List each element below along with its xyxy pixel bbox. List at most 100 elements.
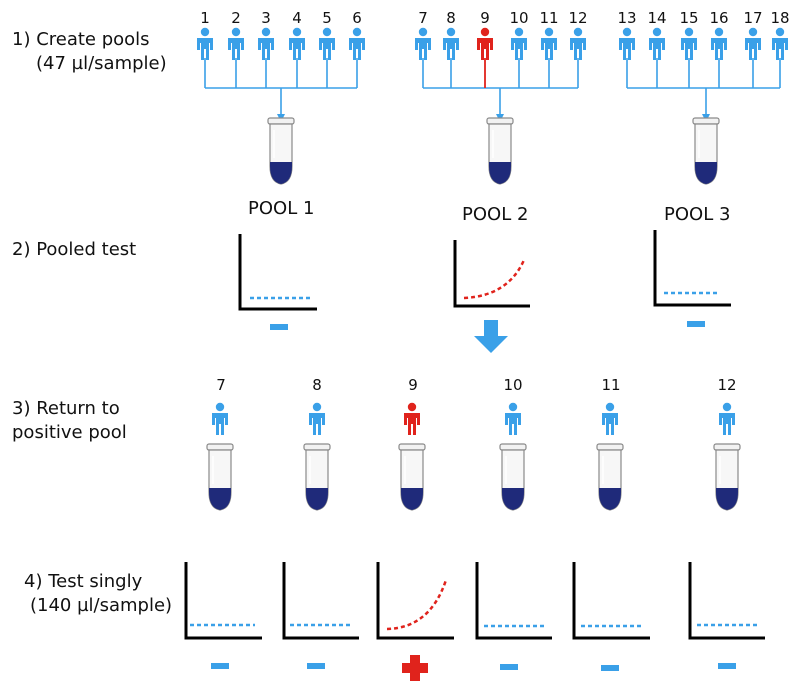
sample-number: 2	[231, 9, 241, 27]
step-4-subtitle: (140 µl/sample)	[30, 595, 173, 616]
person-icon	[289, 27, 305, 60]
step-1-subtitle: (47 µl/sample)	[36, 53, 167, 74]
single-test-chart-9	[376, 562, 454, 640]
person-icon	[711, 27, 727, 60]
step-4-label: 4) Test singly (140 µl/sample)	[24, 570, 172, 618]
pool-3-label: POOL 3	[664, 204, 731, 225]
step-1-label: 1) Create pools (47 µl/sample)	[12, 28, 167, 76]
retest-sample-number: 12	[717, 376, 737, 394]
person-icon	[570, 27, 586, 60]
person-icon	[443, 27, 459, 60]
person-icon	[505, 402, 521, 435]
person-icon	[349, 27, 365, 60]
minus-icon	[211, 663, 229, 669]
person-icon	[541, 27, 557, 60]
chart-axes	[376, 562, 454, 640]
person-icon	[511, 27, 527, 60]
positive-person-icon	[404, 402, 420, 435]
sample-number: 16	[709, 9, 729, 27]
step-2-label: 2) Pooled test	[12, 238, 136, 262]
pool-1-connector	[204, 58, 358, 122]
sample-number: 17	[743, 9, 763, 27]
sample-number: 18	[770, 9, 790, 27]
single-test-chart-8	[282, 562, 359, 640]
sample-tube-icon	[398, 443, 426, 511]
pool-1-label: POOL 1	[248, 198, 315, 219]
person-icon	[197, 27, 213, 60]
sample-number: 6	[352, 9, 362, 27]
sample-tube-icon	[499, 443, 527, 511]
sample-number: 4	[292, 9, 302, 27]
chart-axes	[653, 230, 731, 307]
single-test-chart-7	[184, 562, 262, 640]
sample-tube-icon	[713, 443, 741, 511]
retest-person-row	[212, 402, 735, 435]
sample-number: 8	[446, 9, 456, 27]
sample-number: 13	[617, 9, 637, 27]
pool-2-tube-icon	[486, 117, 514, 185]
sample-number: 14	[647, 9, 667, 27]
pool-3-connector	[626, 58, 781, 122]
minus-icon	[718, 663, 736, 669]
chart-axes	[238, 234, 317, 311]
person-icon	[415, 27, 431, 60]
person-icon	[619, 27, 635, 60]
step-4-title: 4) Test singly	[24, 571, 143, 592]
pool-3-chart	[653, 230, 731, 307]
chart-axes	[453, 240, 530, 308]
step-2-title: 2) Pooled test	[12, 239, 137, 260]
retest-sample-number: 10	[503, 376, 523, 394]
sample-tube-icon	[206, 443, 234, 511]
retest-sample-number: 9	[408, 376, 418, 394]
step-3-label: 3) Return to positive pool	[12, 397, 127, 445]
person-icon	[649, 27, 665, 60]
arrow-down-icon	[474, 320, 508, 353]
person-icon	[258, 27, 274, 60]
minus-icon	[270, 324, 288, 330]
step-3-title: 3) Return to	[12, 398, 120, 419]
sample-number: 7	[418, 9, 428, 27]
step-3-subtitle: positive pool	[12, 422, 127, 443]
chart-axes	[572, 562, 650, 640]
pool-2-label: POOL 2	[462, 204, 529, 225]
pool-1-tube-icon	[267, 117, 295, 185]
person-icon	[719, 402, 735, 435]
sample-number: 1	[200, 9, 210, 27]
donor-row	[197, 27, 788, 60]
pool-3-tube-icon	[692, 117, 720, 185]
sample-number: 9	[480, 9, 490, 27]
minus-icon	[687, 321, 705, 327]
single-test-chart-12	[688, 562, 765, 640]
minus-icon	[601, 665, 619, 671]
sample-number: 5	[322, 9, 332, 27]
pool-2-connector	[422, 58, 579, 122]
person-icon	[772, 27, 788, 60]
retest-sample-number: 11	[601, 376, 621, 394]
chart-axes	[475, 562, 552, 640]
minus-icon	[307, 663, 325, 669]
single-test-chart-11	[572, 562, 650, 640]
person-icon	[319, 27, 335, 60]
person-icon	[309, 402, 325, 435]
positive-person-icon	[477, 27, 493, 60]
chart-axes	[184, 562, 262, 640]
person-icon	[228, 27, 244, 60]
retest-tube-row	[206, 443, 741, 511]
sample-tube-icon	[596, 443, 624, 511]
pool-2-chart	[453, 240, 530, 308]
step-1-title: 1) Create pools	[12, 29, 150, 50]
sample-number: 3	[261, 9, 271, 27]
retest-sample-number: 8	[312, 376, 322, 394]
amplification-curve	[463, 259, 526, 300]
chart-axes	[282, 562, 359, 640]
amplification-curve	[386, 579, 448, 631]
plus-icon	[402, 655, 428, 681]
person-icon	[212, 402, 228, 435]
person-icon	[602, 402, 618, 435]
sample-tube-icon	[303, 443, 331, 511]
person-icon	[745, 27, 761, 60]
sample-number: 15	[679, 9, 699, 27]
chart-axes	[688, 562, 765, 640]
sample-number: 12	[568, 9, 588, 27]
